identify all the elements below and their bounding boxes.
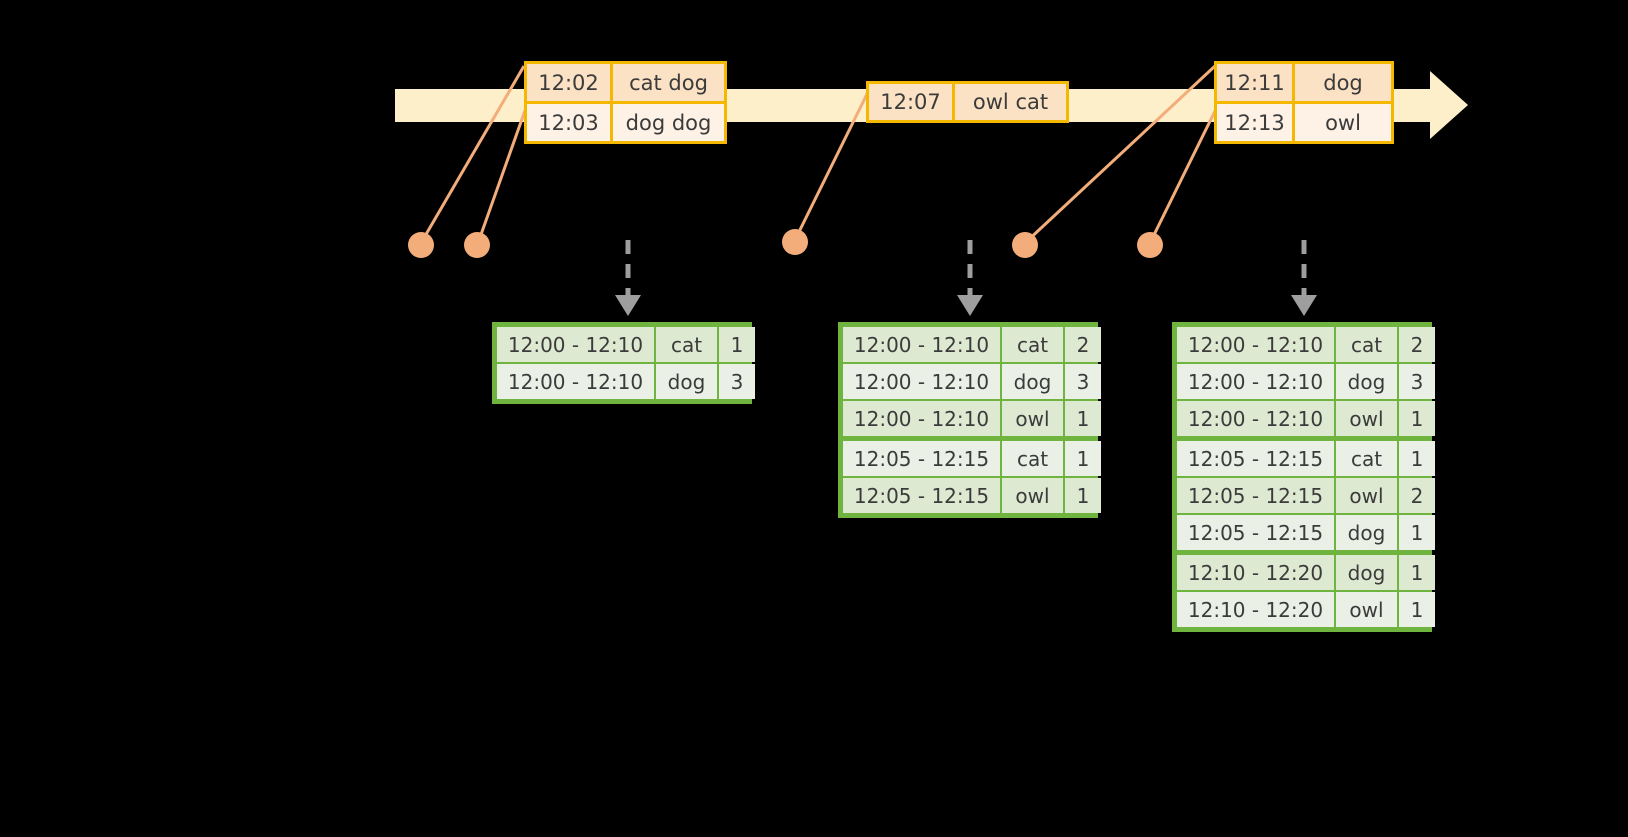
cell-count: 2 — [1399, 478, 1435, 513]
cell-window: 12:00 - 12:10 — [1177, 327, 1334, 362]
dashed-arrow-to-table-3 — [1291, 240, 1317, 316]
cell-count: 3 — [1065, 364, 1101, 399]
cell-window: 12:10 - 12:20 — [1177, 592, 1334, 627]
event-row: 12:11 dog — [1217, 64, 1391, 101]
event-time: 12:03 — [527, 104, 613, 141]
cell-window: 12:00 - 12:10 — [843, 327, 1000, 362]
event-box-1[interactable]: 12:02 cat dog 12:03 dog dog — [524, 61, 727, 144]
cell-count: 3 — [1399, 364, 1435, 399]
event-words: owl cat — [955, 84, 1066, 120]
cell-word: dog — [1002, 364, 1063, 399]
cell-word: owl — [1336, 401, 1397, 436]
event-time: 12:02 — [527, 64, 613, 101]
table-group-separator — [1176, 551, 1428, 554]
table-group-separator — [842, 437, 1094, 440]
cell-word: cat — [656, 327, 717, 362]
event-row: 12:07 owl cat — [869, 84, 1066, 120]
event-row: 12:02 cat dog — [527, 64, 724, 101]
cell-word: owl — [1002, 401, 1063, 436]
cell-window: 12:00 - 12:10 — [843, 364, 1000, 399]
cell-count: 2 — [1065, 327, 1101, 362]
cell-word: dog — [1336, 515, 1397, 550]
cell-window: 12:05 - 12:15 — [1177, 478, 1334, 513]
cell-count: 1 — [1065, 401, 1101, 436]
cell-count: 1 — [1399, 555, 1435, 590]
cell-window: 12:00 - 12:10 — [497, 364, 654, 399]
cell-window: 12:10 - 12:20 — [1177, 555, 1334, 590]
table-group-separator — [1176, 437, 1428, 440]
cell-window: 12:00 - 12:10 — [497, 327, 654, 362]
dashed-arrow-to-table-2 — [957, 240, 983, 316]
cell-word: cat — [1002, 441, 1063, 476]
event-words: owl — [1295, 104, 1391, 141]
cell-window: 12:05 - 12:15 — [1177, 515, 1334, 550]
event-time: 12:11 — [1217, 64, 1295, 101]
cell-window: 12:05 - 12:15 — [1177, 441, 1334, 476]
event-words: cat dog — [613, 64, 724, 101]
cell-window: 12:05 - 12:15 — [843, 441, 1000, 476]
cell-word: dog — [1336, 555, 1397, 590]
event-box-3[interactable]: 12:11 dog 12:13 owl — [1214, 61, 1394, 144]
cell-count: 2 — [1399, 327, 1435, 362]
event-row: 12:13 owl — [1217, 101, 1391, 141]
event-time: 12:13 — [1217, 104, 1295, 141]
event-words: dog dog — [613, 104, 724, 141]
timeline-arrowhead — [1430, 71, 1468, 139]
cell-window: 12:00 - 12:10 — [1177, 364, 1334, 399]
cell-count: 1 — [1065, 441, 1101, 476]
cell-word: cat — [1336, 441, 1397, 476]
cell-count: 1 — [1065, 478, 1101, 513]
cell-word: cat — [1002, 327, 1063, 362]
cell-word: dog — [1336, 364, 1397, 399]
cell-window: 12:00 - 12:10 — [843, 401, 1000, 436]
connector-dot-1 — [408, 232, 434, 258]
cell-count: 1 — [1399, 515, 1435, 550]
cell-window: 12:00 - 12:10 — [1177, 401, 1334, 436]
connector-dot-2 — [464, 232, 490, 258]
event-words: dog — [1295, 64, 1391, 101]
cell-word: owl — [1336, 592, 1397, 627]
cell-count: 1 — [1399, 592, 1435, 627]
cell-word: owl — [1336, 478, 1397, 513]
connector-dot-4 — [1012, 232, 1038, 258]
event-box-2[interactable]: 12:07 owl cat — [866, 81, 1069, 123]
cell-word: owl — [1002, 478, 1063, 513]
cell-count: 1 — [1399, 441, 1435, 476]
cell-window: 12:05 - 12:15 — [843, 478, 1000, 513]
cell-count: 3 — [719, 364, 755, 399]
cell-word: dog — [656, 364, 717, 399]
dashed-arrow-to-table-1 — [615, 240, 641, 316]
event-time: 12:07 — [869, 84, 955, 120]
connector-dot-3 — [782, 229, 808, 255]
cell-count: 1 — [1399, 401, 1435, 436]
cell-word: cat — [1336, 327, 1397, 362]
cell-count: 1 — [719, 327, 755, 362]
event-row: 12:03 dog dog — [527, 101, 724, 141]
connector-dot-5 — [1137, 232, 1163, 258]
